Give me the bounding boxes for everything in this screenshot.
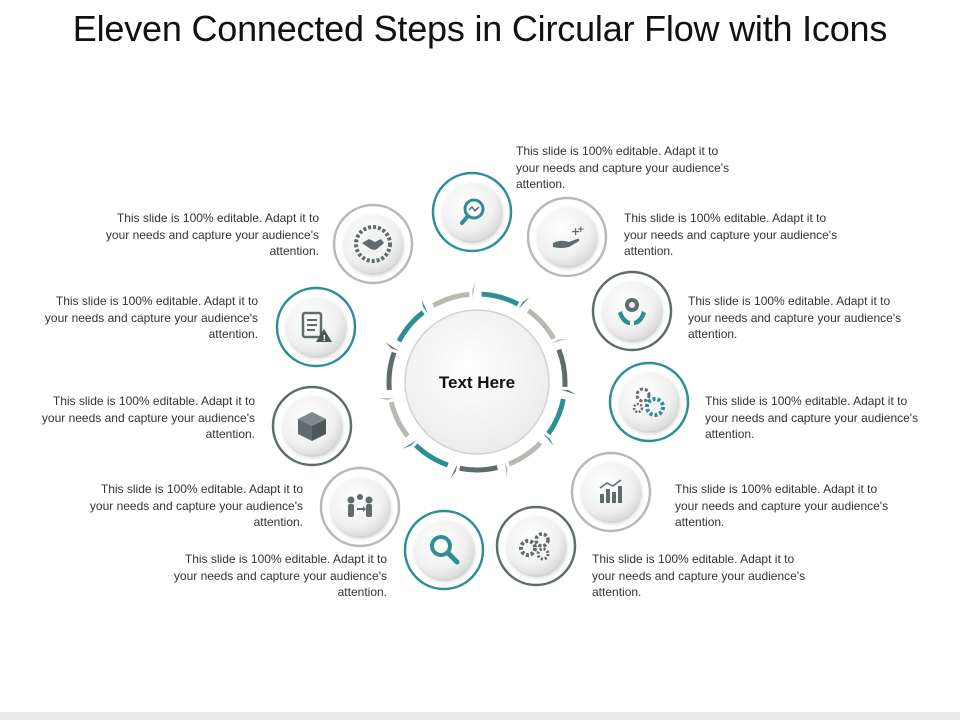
hand-sparkle-icon: + + [553,225,585,248]
step-2-description: This slide is 100% editable. Adapt it to… [624,211,838,258]
step-4-description: This slide is 100% editable. Adapt it to… [705,394,919,441]
step-2[interactable]: + + [526,196,608,278]
svg-text:+: + [571,225,580,238]
ring-segment [546,398,566,436]
step-3-description: This slide is 100% editable. Adapt it to… [688,294,902,341]
ring-segment [526,308,556,340]
ring-arrowhead [450,463,458,479]
search-icon [430,535,460,565]
step-1[interactable] [431,171,513,253]
step-10-description: This slide is 100% editable. Adapt it to… [44,294,258,341]
hands-gear-icon [618,298,646,325]
ring-arrowhead [402,440,417,449]
step-5-description: This slide is 100% editable. Adapt it to… [675,482,889,529]
ring-arrowhead [378,397,395,400]
step-4[interactable] [608,361,690,443]
checklist-warning-icon: ! [301,311,332,343]
step-6[interactable] [495,505,577,587]
gear-cluster-icon [519,532,550,561]
page-title: Eleven Connected Steps in Circular Flow … [72,8,888,49]
ring-segment [481,291,520,307]
ring-arrowhead [551,338,568,344]
svg-text:+: + [577,225,585,235]
bar-chart-icon [599,479,622,503]
step-1-description: This slide is 100% editable. Adapt it to… [516,144,730,191]
step-3[interactable] [591,270,673,352]
ring-segment [508,441,543,467]
step-9-description: This slide is 100% editable. Adapt it to… [41,394,255,441]
ring-arrowhead [421,298,428,314]
svg-text:!: ! [323,334,327,343]
ring-arrowhead [504,461,508,478]
ring-arrowhead [543,433,554,447]
handshake-gear-icon [354,225,392,263]
ring-arrowhead [385,342,399,352]
ring-segment [459,465,498,473]
step-6-description: This slide is 100% editable. Adapt it to… [592,552,806,599]
gears-icon [632,387,665,417]
people-exchange-icon [347,494,373,517]
step-9[interactable] [271,385,353,467]
step-10[interactable]: ! [275,286,357,368]
ring-segment [388,401,410,438]
footer-bar [0,712,960,720]
box-icon [298,412,326,441]
step-7[interactable] [403,509,485,591]
step-8[interactable] [319,466,401,548]
center-text: Text Here [439,373,515,392]
ring-arrowhead [560,389,577,395]
step-5[interactable] [570,451,652,533]
step-7-description: This slide is 100% editable. Adapt it to… [173,552,387,599]
flow-ring [378,282,577,479]
ring-segment [414,443,449,468]
magnifier-chart-icon [460,198,485,225]
ring-segment [386,351,397,391]
center-circle [404,309,550,455]
step-11-description: This slide is 100% editable. Adapt it to… [105,211,319,258]
ring-segment [396,310,425,343]
ring-arrowhead [472,282,476,299]
step-11[interactable] [332,203,414,285]
step-8-description: This slide is 100% editable. Adapt it to… [89,482,303,529]
ring-arrowhead [518,296,530,310]
ring-segment [556,348,568,388]
ring-segment [432,291,470,308]
